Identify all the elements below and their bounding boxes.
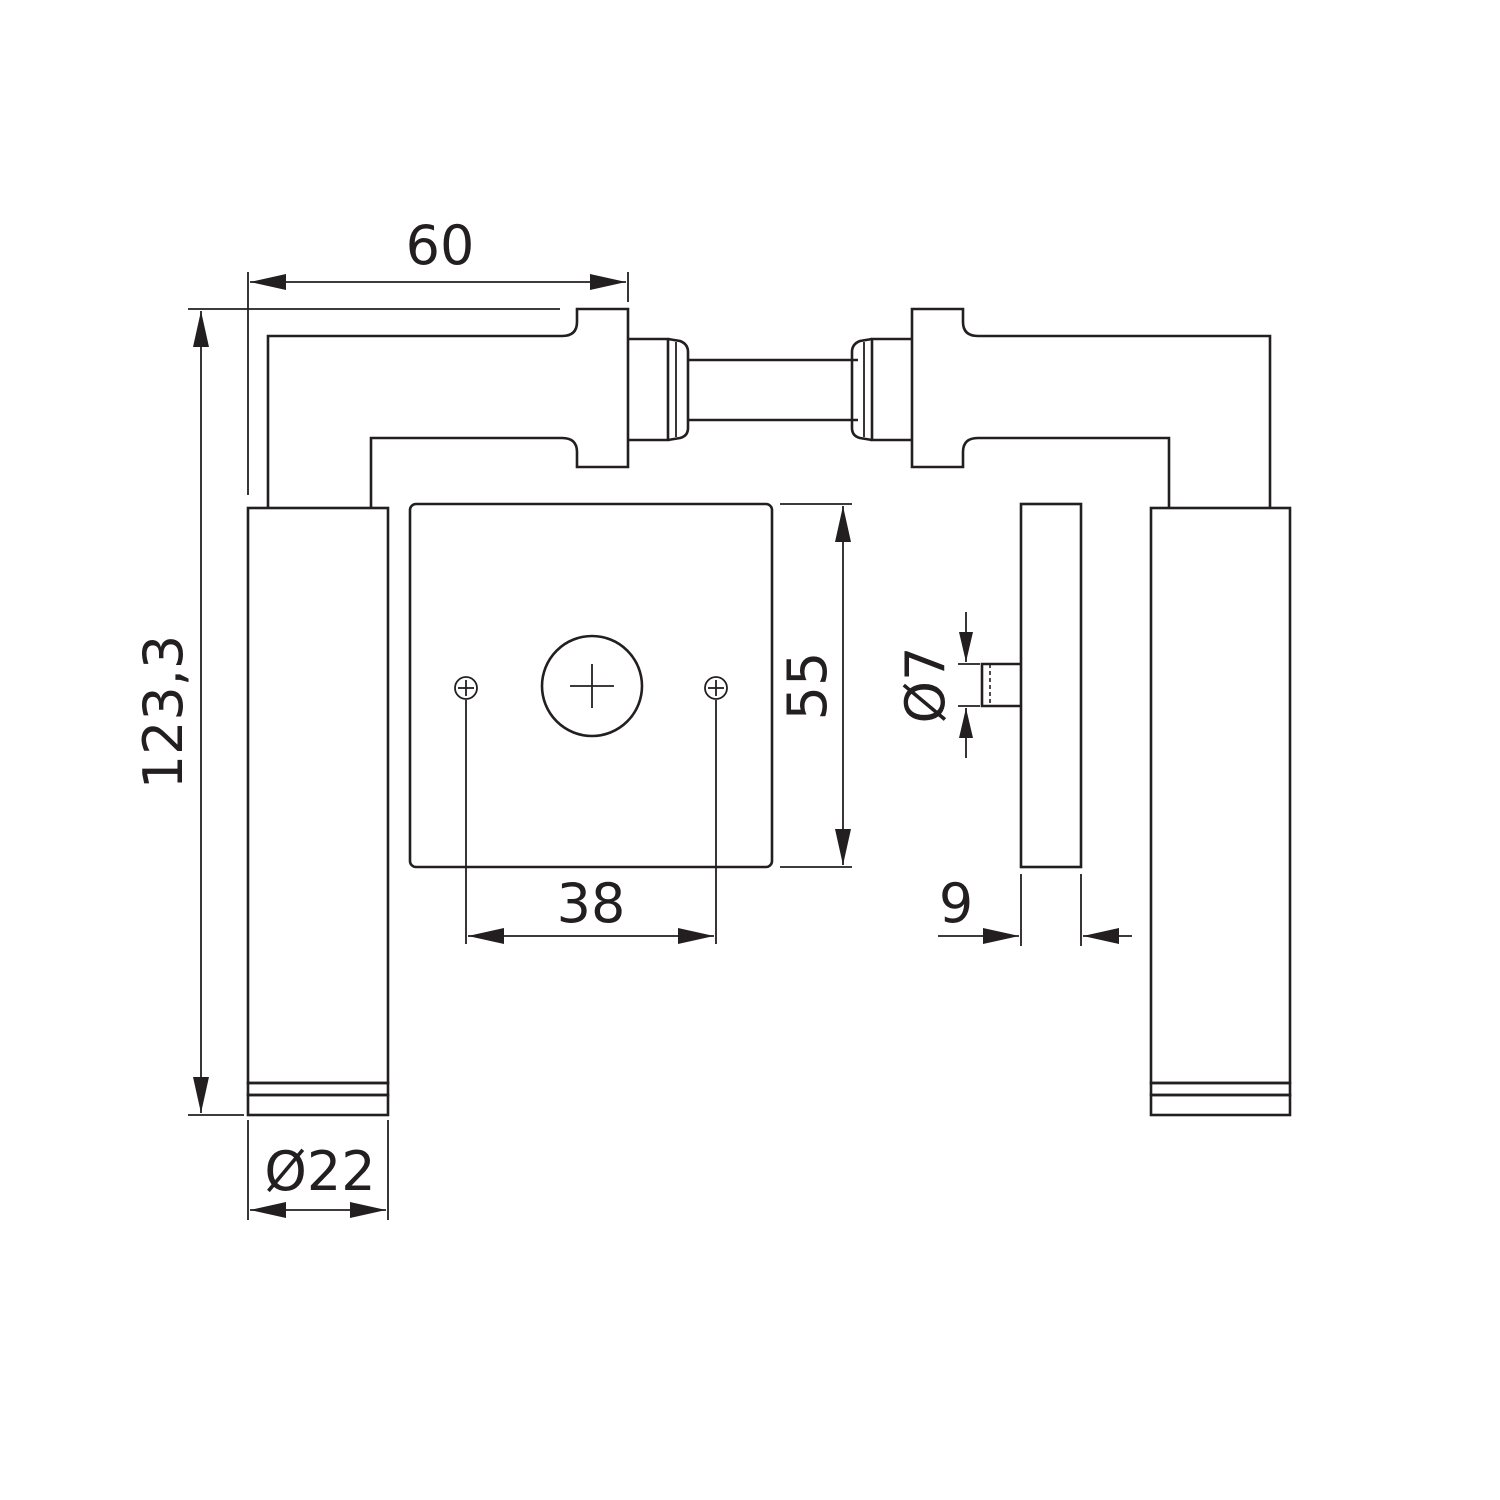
left-collar [667,337,690,442]
dimension-grip-diameter: Ø22 [247,1120,389,1220]
dimension-screw-spacing: 38 [465,700,717,944]
left-lever-outer-edge [266,307,630,507]
dimension-spindle-diameter-label: Ø7 [894,647,957,724]
left-grip-body [246,506,390,1085]
dimension-total-height-label: 123,3 [132,635,195,790]
dimension-grip-diameter-label: Ø22 [264,1140,375,1203]
rose-side-plate [1019,502,1083,869]
rose-plate [408,502,774,869]
left-screw-icon [454,676,478,700]
right-grip-band [1149,1081,1292,1097]
dimension-rose-thickness: 9 [938,872,1132,946]
rose-side-view [980,502,1083,869]
left-lever-handle [246,307,690,1117]
right-screw-icon [704,676,728,700]
side-spindle-stub [980,662,1021,708]
rose-front-view [408,502,774,869]
left-grip-end-cap [246,1093,390,1117]
right-grip-end-cap [1149,1093,1292,1117]
right-neck-ring [870,337,912,442]
right-lever-handle [850,307,1292,1117]
spindle [688,358,858,422]
dimension-lever-length-label: 60 [406,214,475,277]
dimension-spindle-diameter: Ø7 [894,612,980,758]
left-grip-band [246,1081,390,1097]
spindle-hole [540,634,644,738]
dimension-lever-length: 60 [247,214,629,495]
dimension-screw-spacing-label: 38 [557,872,626,935]
dimension-rose-thickness-label: 9 [939,872,973,935]
dimension-rose-size-label: 55 [776,652,839,721]
dimension-total-height: 123,3 [132,308,560,1116]
right-collar [850,337,873,442]
right-lever-outer-edge [910,307,1272,507]
left-neck-ring [628,337,670,442]
right-grip-body [1149,506,1292,1085]
dimension-rose-size: 55 [776,503,852,868]
